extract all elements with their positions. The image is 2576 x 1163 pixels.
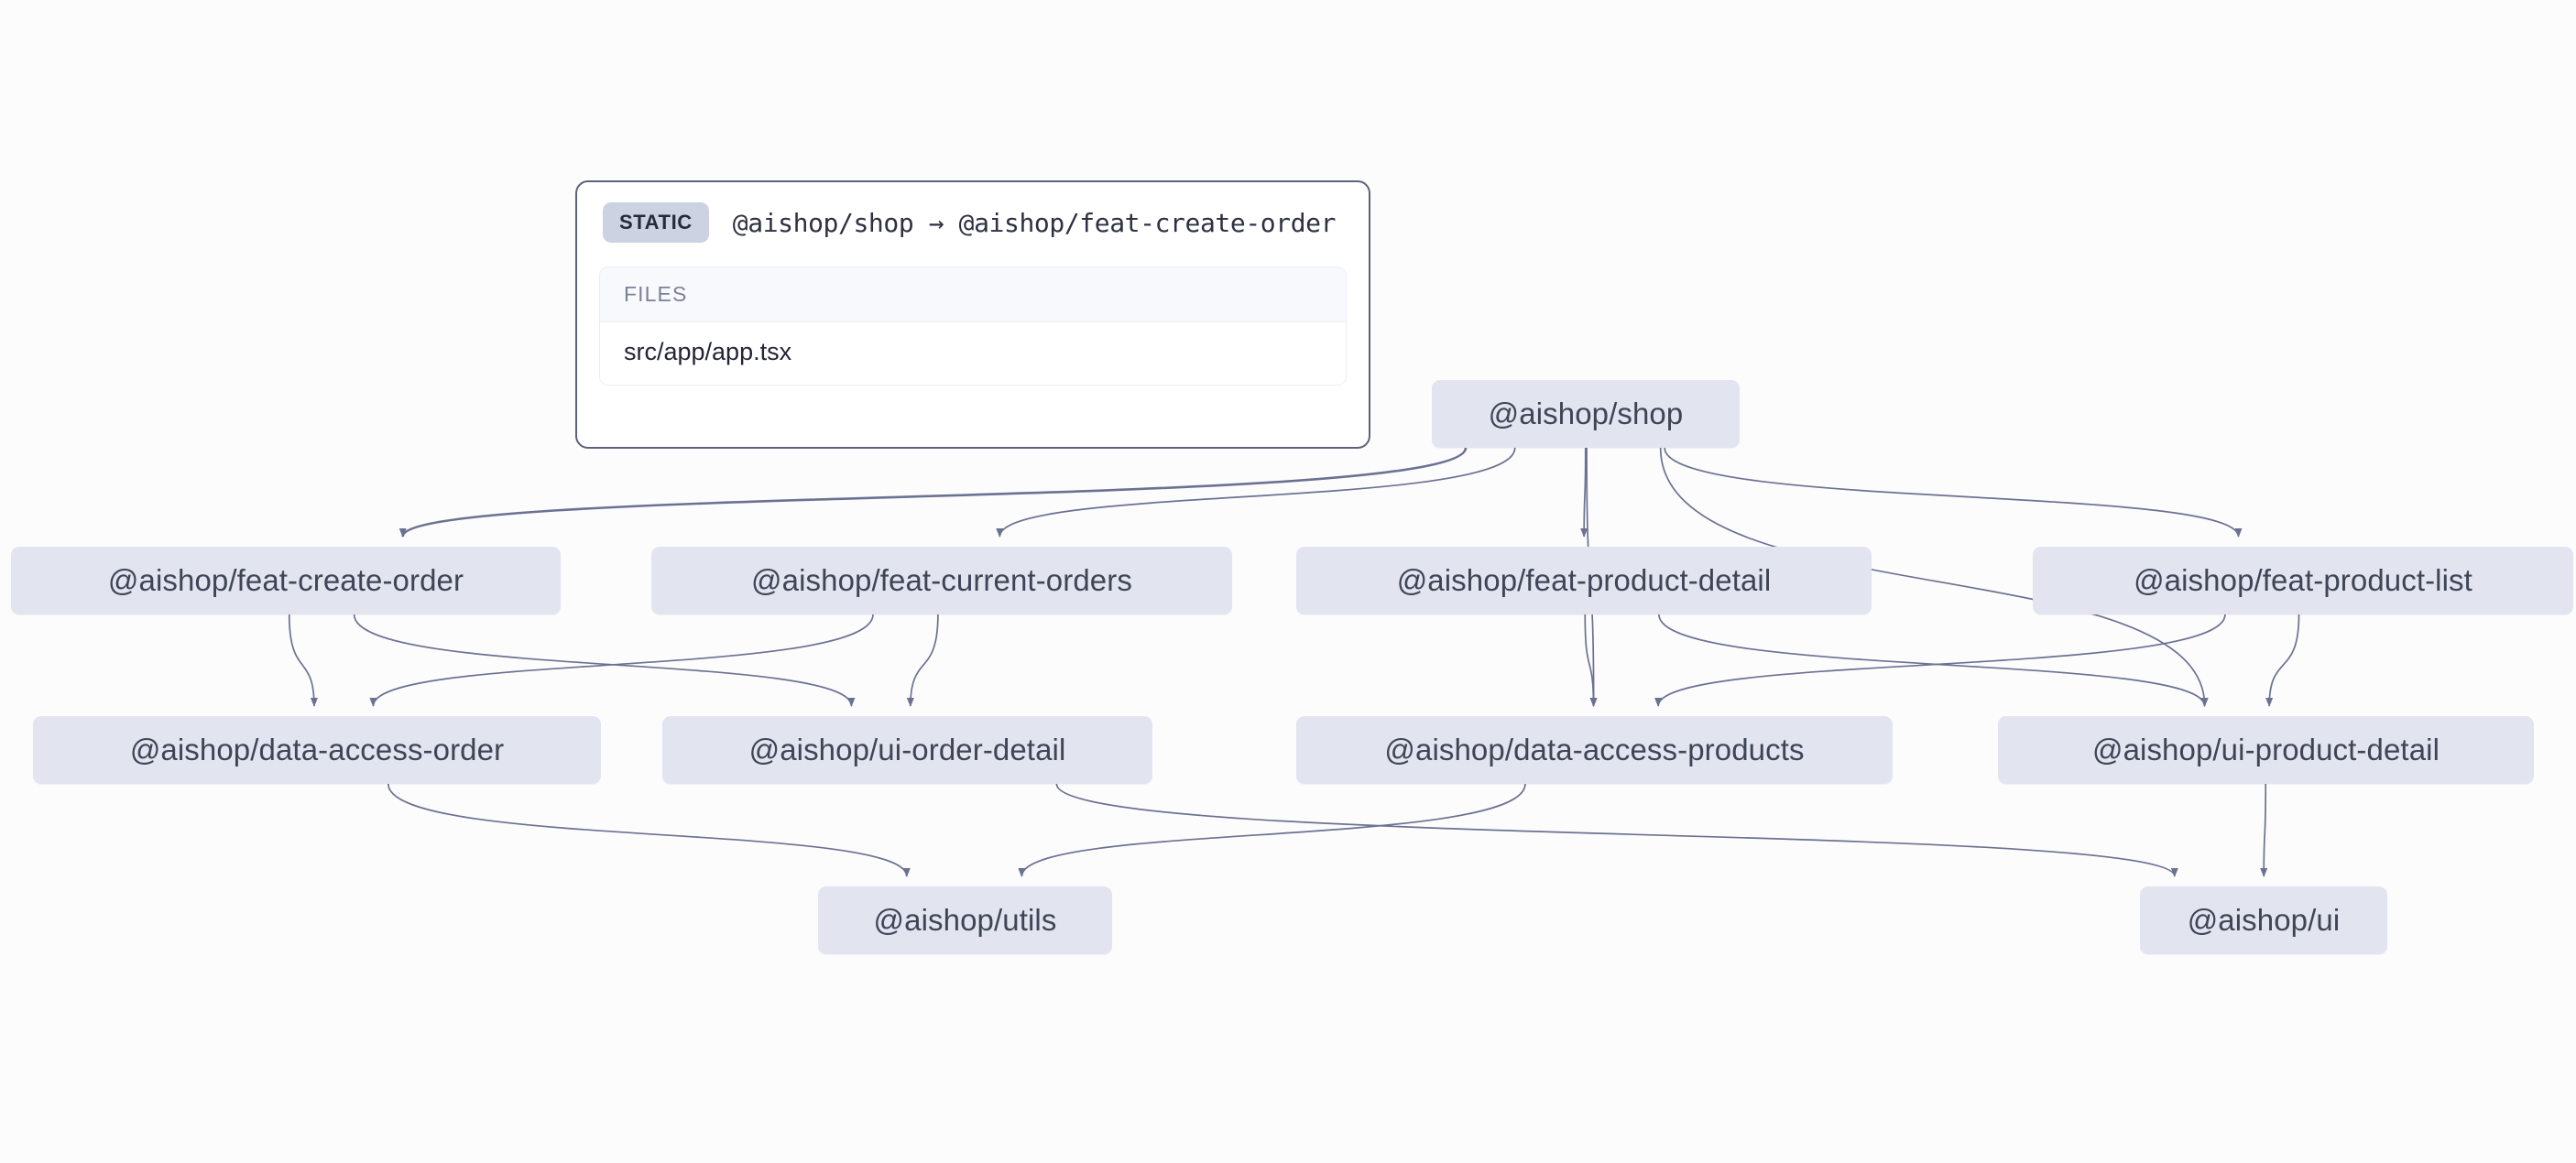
graph-node-utils[interactable]: @aishop/utils bbox=[818, 886, 1112, 954]
graph-node-feat-current-orders[interactable]: @aishop/feat-current-orders bbox=[651, 547, 1232, 614]
edge-detail-tooltip[interactable]: STATIC @aishop/shop → @aishop/feat-creat… bbox=[575, 180, 1370, 449]
graph-edge-feat-current-orders-to-data-access-order[interactable] bbox=[369, 614, 874, 707]
graph-edge-feat-create-order-to-ui-order-detail[interactable] bbox=[353, 614, 856, 707]
graph-node-ui-product-detail[interactable]: @aishop/ui-product-detail bbox=[1998, 716, 2534, 784]
graph-edge-feat-current-orders-to-ui-order-detail[interactable] bbox=[906, 614, 939, 707]
graph-edge-shop-to-feat-product-detail[interactable] bbox=[1580, 447, 1588, 538]
graph-edge-feat-product-detail-to-data-access-products[interactable] bbox=[1584, 614, 1598, 707]
graph-edge-feat-product-list-to-ui-product-detail[interactable] bbox=[2265, 614, 2300, 707]
graph-node-feat-product-detail[interactable]: @aishop/feat-product-detail bbox=[1296, 547, 1872, 614]
graph-edge-data-access-products-to-utils[interactable] bbox=[1018, 783, 1526, 877]
graph-edge-ui-product-detail-to-ui[interactable] bbox=[2260, 783, 2268, 877]
graph-edge-data-access-order-to-utils[interactable] bbox=[387, 783, 911, 877]
graph-node-shop[interactable]: @aishop/shop bbox=[1432, 380, 1740, 448]
graph-node-data-access-products[interactable]: @aishop/data-access-products bbox=[1296, 716, 1893, 784]
graph-edge-shop-to-feat-create-order[interactable] bbox=[398, 447, 1468, 538]
graph-node-label: @aishop/shop bbox=[1488, 397, 1684, 430]
graph-node-label: @aishop/data-access-order bbox=[129, 733, 505, 766]
file-list-item[interactable]: src/app/app.tsx bbox=[600, 322, 1346, 385]
graph-edge-feat-product-list-to-data-access-products[interactable] bbox=[1654, 614, 2226, 707]
graph-edge-feat-product-detail-to-ui-product-detail[interactable] bbox=[1658, 614, 2209, 707]
graph-node-label: @aishop/ui bbox=[2187, 903, 2341, 937]
graph-edge-shop-to-feat-product-list[interactable] bbox=[1664, 447, 2243, 538]
graph-edge-feat-create-order-to-data-access-order[interactable] bbox=[288, 614, 318, 707]
graph-node-label: @aishop/feat-create-order bbox=[107, 563, 464, 597]
graph-node-label: @aishop/utils bbox=[873, 903, 1057, 937]
graph-node-feat-create-order[interactable]: @aishop/feat-create-order bbox=[11, 547, 561, 614]
graph-node-label: @aishop/feat-product-detail bbox=[1396, 563, 1772, 597]
files-panel-header: FILES bbox=[600, 267, 1346, 322]
graph-edge-ui-order-detail-to-ui[interactable] bbox=[1055, 783, 2178, 877]
static-badge: STATIC bbox=[603, 202, 709, 243]
graph-node-label: @aishop/feat-product-list bbox=[2134, 563, 2472, 597]
graph-node-label: @aishop/data-access-products bbox=[1384, 733, 1805, 766]
tooltip-header: STATIC @aishop/shop → @aishop/feat-creat… bbox=[577, 182, 1369, 243]
graph-node-data-access-order[interactable]: @aishop/data-access-order bbox=[33, 716, 601, 784]
graph-node-ui[interactable]: @aishop/ui bbox=[2140, 886, 2387, 954]
graph-node-label: @aishop/ui-order-detail bbox=[748, 733, 1066, 766]
graph-node-ui-order-detail[interactable]: @aishop/ui-order-detail bbox=[662, 716, 1152, 784]
graph-edge-shop-to-feat-current-orders[interactable] bbox=[996, 447, 1516, 538]
graph-node-label: @aishop/ui-product-detail bbox=[2091, 733, 2440, 766]
tooltip-title: @aishop/shop → @aishop/feat-create-order bbox=[732, 207, 1337, 238]
graph-node-label: @aishop/feat-current-orders bbox=[751, 563, 1132, 597]
graph-node-feat-product-list[interactable]: @aishop/feat-product-list bbox=[2033, 547, 2573, 614]
files-panel: FILES src/app/app.tsx bbox=[599, 266, 1347, 386]
